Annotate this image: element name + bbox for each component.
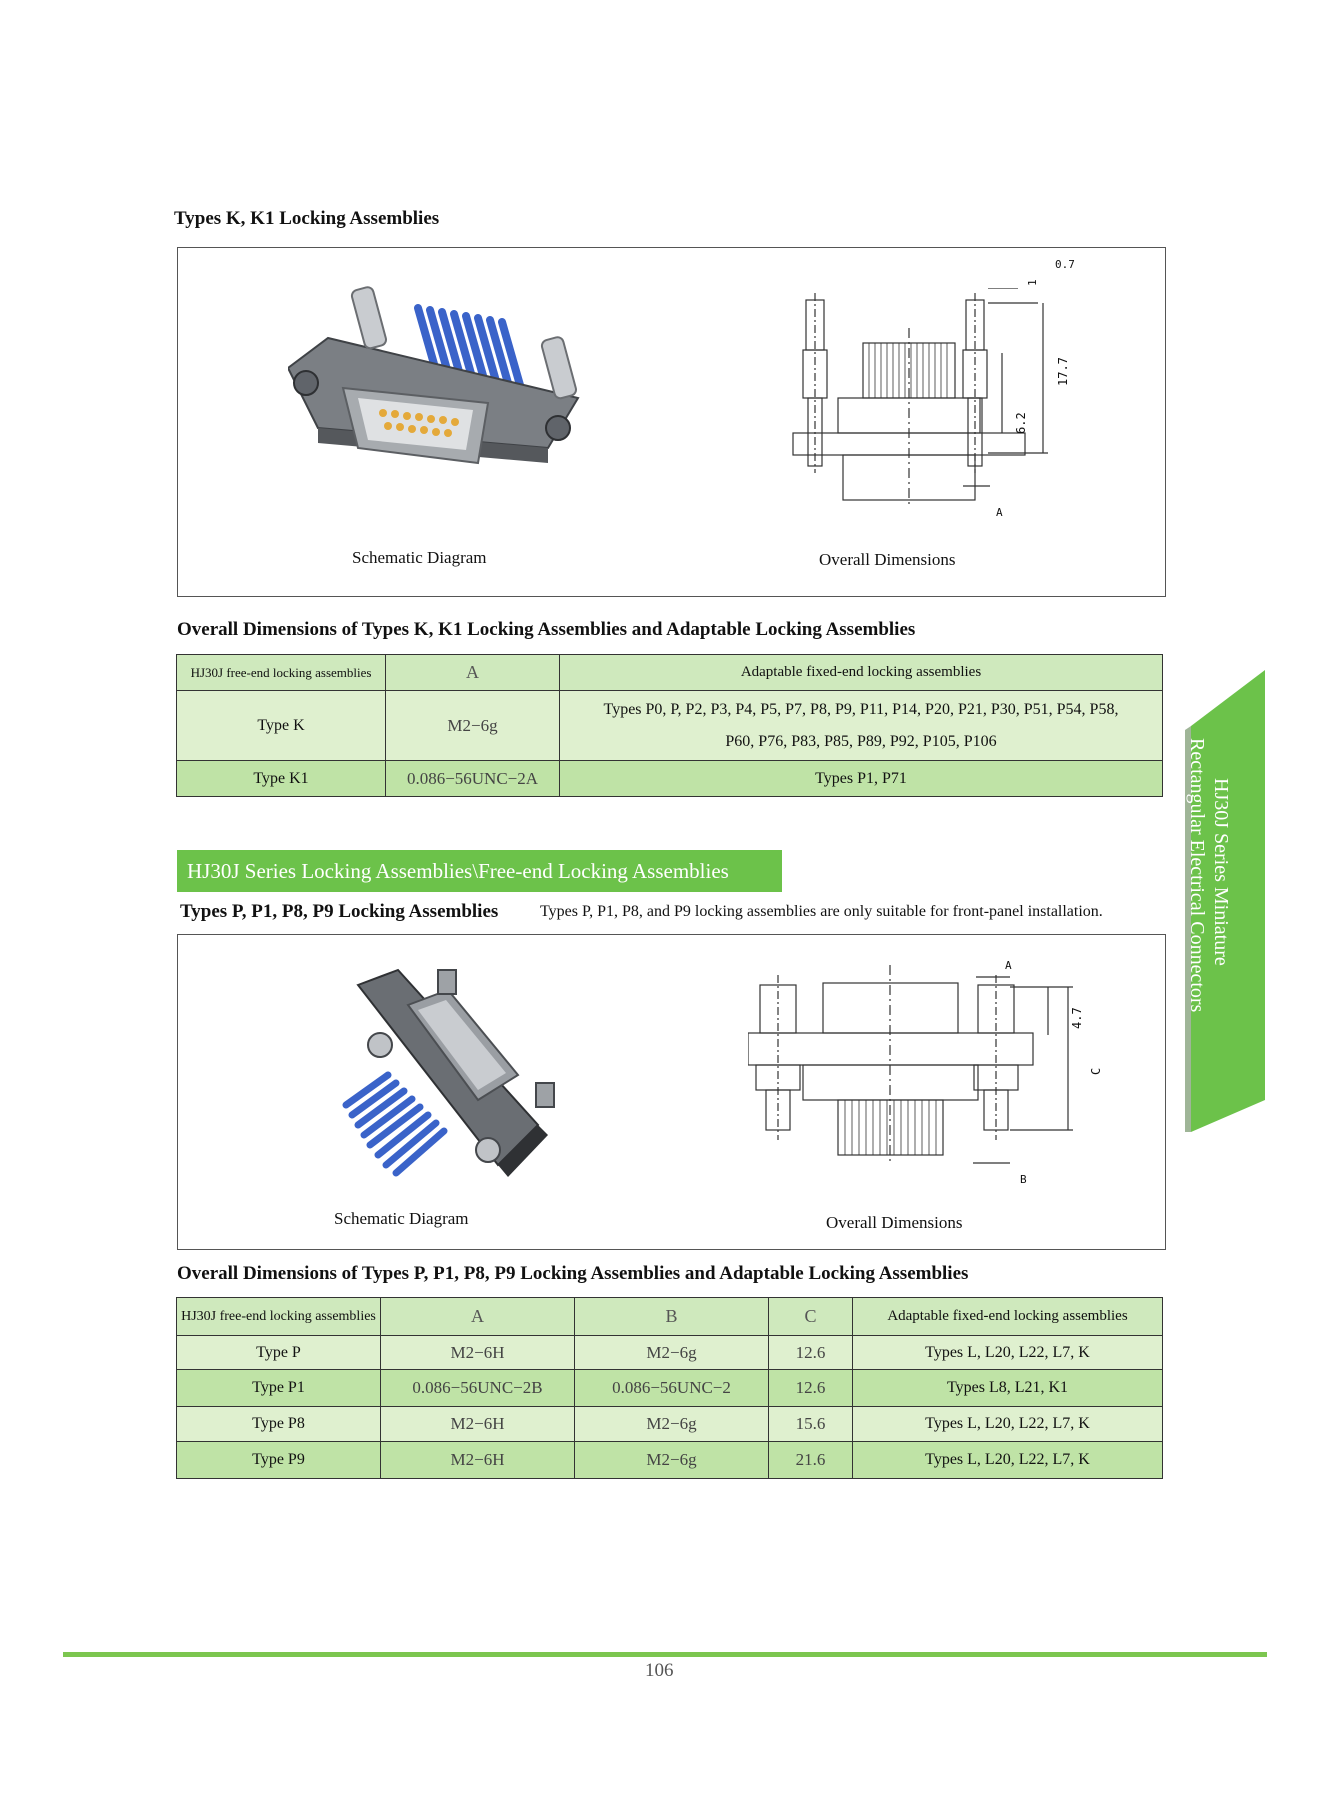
side-tab-shape [1185,670,1265,1132]
table2-header-c: C [768,1297,853,1336]
dim-label-a: A [996,506,1003,519]
dim-label-17-7: 17.7 [1056,357,1070,386]
table2-header-adaptable: Adaptable fixed-end locking assemblies [852,1297,1163,1336]
side-tab-line1: HJ30J Series Miniature [1210,778,1232,966]
table-row: Type K1 0.086−56UNC−2A Types P1, P71 [176,760,1163,797]
table1-header-row: HJ30J free-end locking assemblies A Adap… [176,654,1163,691]
overall-dimensions-caption: Overall Dimensions [819,550,956,569]
table1-title: Overall Dimensions of Types K, K1 Lockin… [177,619,916,640]
figure-k-k1: Schematic Diagram 0.7 [177,247,1166,597]
section2-note: Types P, P1, P8, and P9 locking assembli… [540,903,1103,920]
table1-header-free-end: HJ30J free-end locking assemblies [176,654,386,691]
table1-cell: Types P1, P71 [559,760,1163,797]
table2-cell: M2−6g [574,1335,769,1370]
table2-cell: Type P [176,1335,381,1370]
dim-label-4-7: 4.7 [1070,1007,1084,1029]
figure-p-series: Schematic Diagram [177,934,1166,1250]
dim-label-a-2: A [1005,959,1012,972]
table2-cell: 21.6 [768,1441,853,1479]
table2-cell: 12.6 [768,1335,853,1370]
table2-cell: 0.086−56UNC−2B [380,1369,575,1407]
table2-cell: 0.086−56UNC−2 [574,1369,769,1407]
table2-cell: Type P8 [176,1406,381,1442]
table2-cell: Types L, L20, L22, L7, K [852,1335,1163,1370]
dim-label-c: C [1089,1067,1103,1075]
table-row: Type P9 M2−6H M2−6g 21.6 Types L, L20, L… [176,1441,1163,1479]
schematic-caption: Schematic Diagram [352,548,487,567]
table-row: Type P8 M2−6H M2−6g 15.6 Types L, L20, L… [176,1406,1163,1442]
dimension-drawing-k [792,288,1048,508]
table2-cell: Types L8, L21, K1 [852,1369,1163,1407]
dimension-drawing-p [748,965,1073,1165]
table2-header-b: B [574,1297,769,1336]
overall-dimensions-caption-2: Overall Dimensions [826,1213,963,1232]
table2-cell: Types L, L20, L22, L7, K [852,1441,1163,1479]
table2-cell: 12.6 [768,1369,853,1407]
table2-cell: M2−6H [380,1335,575,1370]
table2-cell: 15.6 [768,1406,853,1442]
table1-header-a: A [385,654,560,691]
section1-title: Types K, K1 Locking Assemblies [174,208,440,229]
table2-cell: M2−6H [380,1441,575,1479]
table1-cell-line: Types P0, P, P2, P3, P4, P5, P7, P8, P9,… [603,700,1119,718]
table2-header-a: A [380,1297,575,1336]
table1-cell: Type K1 [176,760,386,797]
table1-cell-adaptable: Types P0, P, P2, P3, P4, P5, P7, P8, P9,… [559,690,1163,761]
table2-cell: M2−6g [574,1406,769,1442]
table2-cell: Type P1 [176,1369,381,1407]
table2-cell: Types L, L20, L22, L7, K [852,1406,1163,1442]
table1-cell: M2−6g [385,690,560,761]
table2-cell: M2−6g [574,1441,769,1479]
table1-cell-line: P60, P76, P83, P85, P89, P92, P105, P106 [725,732,997,750]
schematic-caption-2: Schematic Diagram [334,1209,469,1228]
table2-header-row: HJ30J free-end locking assemblies A B C … [176,1297,1163,1336]
dim-label-b: B [1020,1173,1027,1186]
footer-divider [63,1652,1267,1657]
table-row: Type P1 0.086−56UNC−2B 0.086−56UNC−2 12.… [176,1369,1163,1407]
table1-header-adaptable: Adaptable fixed-end locking assemblies [559,654,1163,691]
side-tab-line2: Rectangular Electrical Connectors [1186,738,1208,1013]
table2-cell: Type P9 [176,1441,381,1479]
table2-title: Overall Dimensions of Types P, P1, P8, P… [177,1263,969,1284]
schematic-diagram-p [342,968,555,1177]
dim-label-6-2: 6.2 [1014,412,1028,434]
page-number: 106 [645,1660,674,1681]
schematic-diagram-k [288,286,580,465]
table2-cell: M2−6H [380,1406,575,1442]
table-row: Type K M2−6g Types P0, P, P2, P3, P4, P5… [176,690,1163,761]
side-tab: HJ30J Series Miniature Rectangular Elect… [1185,670,1265,1132]
section2-title: Types P, P1, P8, P9 Locking Assemblies [180,901,499,922]
section-bar: HJ30J Series Locking Assemblies\Free-end… [177,850,782,892]
table1-cell: Type K [176,690,386,761]
table-row: Type P M2−6H M2−6g 12.6 Types L, L20, L2… [176,1335,1163,1370]
table1-cell: 0.086−56UNC−2A [385,760,560,797]
dim-label-1: 1 [1026,279,1039,286]
table2: HJ30J free-end locking assemblies A B C … [176,1297,1163,1479]
dim-label-0-7: 0.7 [1055,258,1075,271]
table2-header-free-end: HJ30J free-end locking assemblies [176,1297,381,1336]
table1: HJ30J free-end locking assemblies A Adap… [176,654,1163,797]
